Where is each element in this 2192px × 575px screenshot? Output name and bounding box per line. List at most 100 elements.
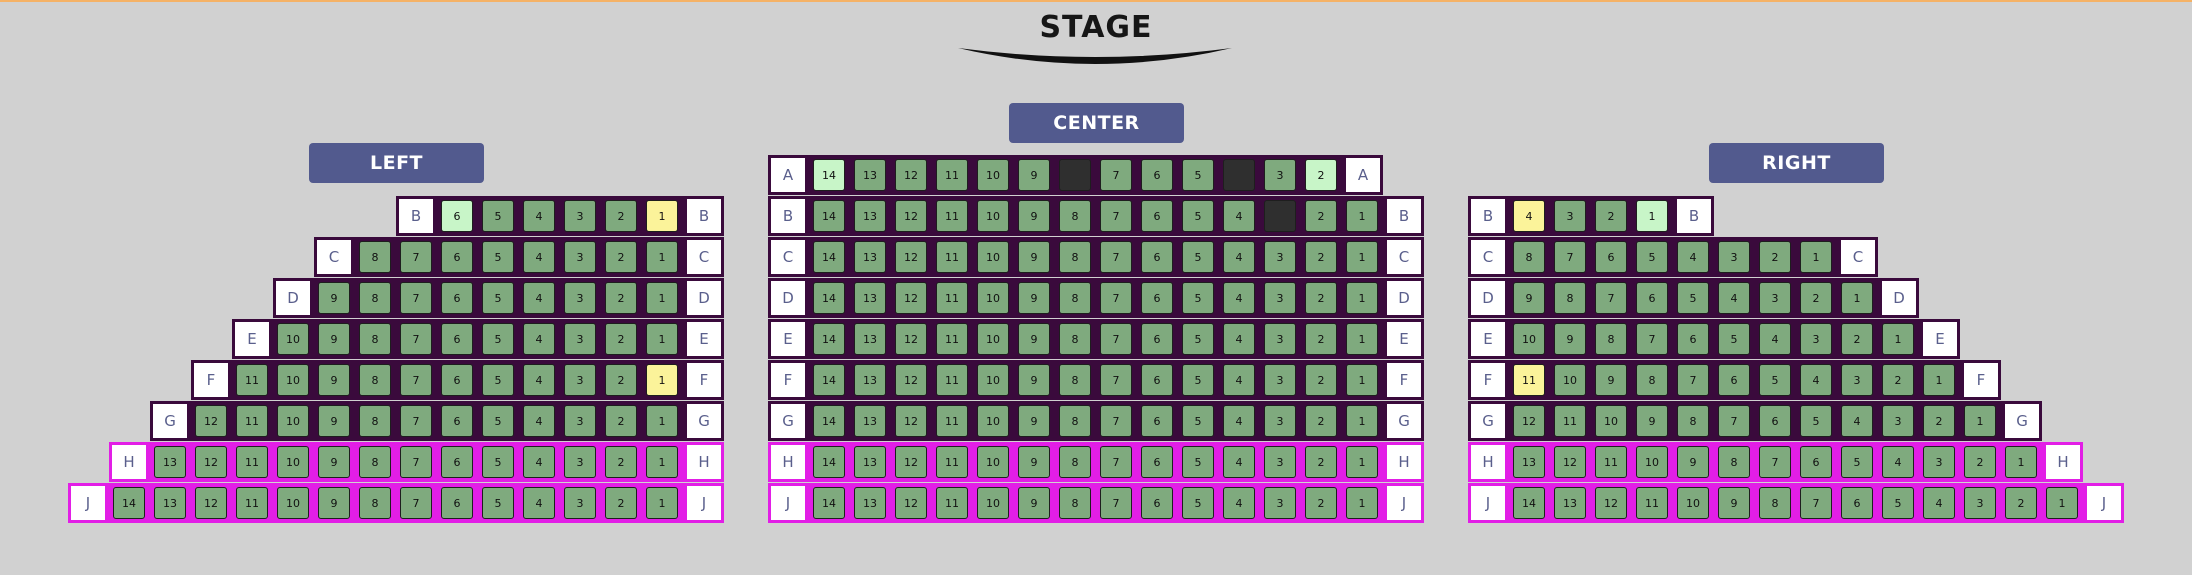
seat-center-e-1[interactable]: 1: [1346, 323, 1378, 355]
seat-center-g-13[interactable]: 13: [854, 405, 886, 437]
seat-center-e-13[interactable]: 13: [854, 323, 886, 355]
seat-left-j-7[interactable]: 7: [400, 487, 432, 519]
seat-center-f-1[interactable]: 1: [1346, 364, 1378, 396]
seat-left-f-9[interactable]: 9: [318, 364, 350, 396]
seat-left-b-3[interactable]: 3: [564, 200, 596, 232]
seat-center-f-5[interactable]: 5: [1182, 364, 1214, 396]
seat-center-g-5[interactable]: 5: [1182, 405, 1214, 437]
seat-center-b-2[interactable]: 2: [1305, 200, 1337, 232]
seat-left-j-14[interactable]: 14: [113, 487, 145, 519]
seat-right-j-5[interactable]: 5: [1882, 487, 1914, 519]
seat-left-g-9[interactable]: 9: [318, 405, 350, 437]
seat-center-f-9[interactable]: 9: [1018, 364, 1050, 396]
seat-right-j-11[interactable]: 11: [1636, 487, 1668, 519]
seat-left-f-4[interactable]: 4: [523, 364, 555, 396]
seat-left-c-1[interactable]: 1: [646, 241, 678, 273]
seat-right-h-7[interactable]: 7: [1759, 446, 1791, 478]
seat-center-e-9[interactable]: 9: [1018, 323, 1050, 355]
seat-right-j-4[interactable]: 4: [1923, 487, 1955, 519]
seat-right-g-2[interactable]: 2: [1923, 405, 1955, 437]
seat-left-d-1[interactable]: 1: [646, 282, 678, 314]
seat-center-g-3[interactable]: 3: [1264, 405, 1296, 437]
seat-center-b-4[interactable]: 4: [1223, 200, 1255, 232]
seat-center-h-1[interactable]: 1: [1346, 446, 1378, 478]
section-header-left[interactable]: LEFT: [309, 143, 484, 183]
seat-right-g-9[interactable]: 9: [1636, 405, 1668, 437]
seat-right-j-7[interactable]: 7: [1800, 487, 1832, 519]
seat-right-e-6[interactable]: 6: [1677, 323, 1709, 355]
seat-right-g-8[interactable]: 8: [1677, 405, 1709, 437]
seat-right-d-1[interactable]: 1: [1841, 282, 1873, 314]
seat-center-b-7[interactable]: 7: [1100, 200, 1132, 232]
section-header-right[interactable]: RIGHT: [1709, 143, 1884, 183]
seat-left-g-1[interactable]: 1: [646, 405, 678, 437]
seat-center-d-3[interactable]: 3: [1264, 282, 1296, 314]
seat-right-e-7[interactable]: 7: [1636, 323, 1668, 355]
seat-left-g-12[interactable]: 12: [195, 405, 227, 437]
seat-right-e-5[interactable]: 5: [1718, 323, 1750, 355]
seat-center-h-14[interactable]: 14: [813, 446, 845, 478]
seat-center-b-5[interactable]: 5: [1182, 200, 1214, 232]
seat-right-e-9[interactable]: 9: [1554, 323, 1586, 355]
seat-left-j-8[interactable]: 8: [359, 487, 391, 519]
seat-center-d-8[interactable]: 8: [1059, 282, 1091, 314]
seat-center-f-2[interactable]: 2: [1305, 364, 1337, 396]
seat-right-d-2[interactable]: 2: [1800, 282, 1832, 314]
seat-right-j-9[interactable]: 9: [1718, 487, 1750, 519]
seat-right-d-6[interactable]: 6: [1636, 282, 1668, 314]
seat-center-d-12[interactable]: 12: [895, 282, 927, 314]
seat-right-h-8[interactable]: 8: [1718, 446, 1750, 478]
seat-right-c-1[interactable]: 1: [1800, 241, 1832, 273]
seat-left-b-2[interactable]: 2: [605, 200, 637, 232]
seat-left-f-6[interactable]: 6: [441, 364, 473, 396]
seat-right-j-10[interactable]: 10: [1677, 487, 1709, 519]
seat-right-h-4[interactable]: 4: [1882, 446, 1914, 478]
seat-right-b-1[interactable]: 1: [1636, 200, 1668, 232]
seat-center-c-10[interactable]: 10: [977, 241, 1009, 273]
seat-center-j-11[interactable]: 11: [936, 487, 968, 519]
seat-center-h-11[interactable]: 11: [936, 446, 968, 478]
seat-right-j-1[interactable]: 1: [2046, 487, 2078, 519]
seat-center-g-7[interactable]: 7: [1100, 405, 1132, 437]
seat-left-e-6[interactable]: 6: [441, 323, 473, 355]
seat-center-a-2[interactable]: 2: [1305, 159, 1337, 191]
seat-left-e-5[interactable]: 5: [482, 323, 514, 355]
seat-left-c-4[interactable]: 4: [523, 241, 555, 273]
seat-left-b-4[interactable]: 4: [523, 200, 555, 232]
seat-center-a-14[interactable]: 14: [813, 159, 845, 191]
seat-center-g-12[interactable]: 12: [895, 405, 927, 437]
seat-center-f-6[interactable]: 6: [1141, 364, 1173, 396]
seat-center-d-4[interactable]: 4: [1223, 282, 1255, 314]
seat-center-h-5[interactable]: 5: [1182, 446, 1214, 478]
seat-center-f-8[interactable]: 8: [1059, 364, 1091, 396]
seat-center-h-6[interactable]: 6: [1141, 446, 1173, 478]
seat-left-d-3[interactable]: 3: [564, 282, 596, 314]
seat-center-e-14[interactable]: 14: [813, 323, 845, 355]
seat-center-g-11[interactable]: 11: [936, 405, 968, 437]
seat-left-e-8[interactable]: 8: [359, 323, 391, 355]
seat-center-c-2[interactable]: 2: [1305, 241, 1337, 273]
seat-center-h-12[interactable]: 12: [895, 446, 927, 478]
seat-right-j-12[interactable]: 12: [1595, 487, 1627, 519]
seat-right-c-7[interactable]: 7: [1554, 241, 1586, 273]
seat-center-b-11[interactable]: 11: [936, 200, 968, 232]
seat-center-j-10[interactable]: 10: [977, 487, 1009, 519]
seat-left-e-4[interactable]: 4: [523, 323, 555, 355]
seat-center-e-3[interactable]: 3: [1264, 323, 1296, 355]
seat-left-j-4[interactable]: 4: [523, 487, 555, 519]
seat-center-j-9[interactable]: 9: [1018, 487, 1050, 519]
seat-left-h-8[interactable]: 8: [359, 446, 391, 478]
seat-right-j-14[interactable]: 14: [1513, 487, 1545, 519]
seat-left-d-6[interactable]: 6: [441, 282, 473, 314]
seat-left-d-9[interactable]: 9: [318, 282, 350, 314]
seat-right-h-10[interactable]: 10: [1636, 446, 1668, 478]
seat-right-j-6[interactable]: 6: [1841, 487, 1873, 519]
seat-center-a-12[interactable]: 12: [895, 159, 927, 191]
seat-center-a-11[interactable]: 11: [936, 159, 968, 191]
seat-right-b-3[interactable]: 3: [1554, 200, 1586, 232]
seat-center-d-2[interactable]: 2: [1305, 282, 1337, 314]
seat-center-b-10[interactable]: 10: [977, 200, 1009, 232]
seat-right-f-8[interactable]: 8: [1636, 364, 1668, 396]
seat-left-g-11[interactable]: 11: [236, 405, 268, 437]
seat-right-h-11[interactable]: 11: [1595, 446, 1627, 478]
